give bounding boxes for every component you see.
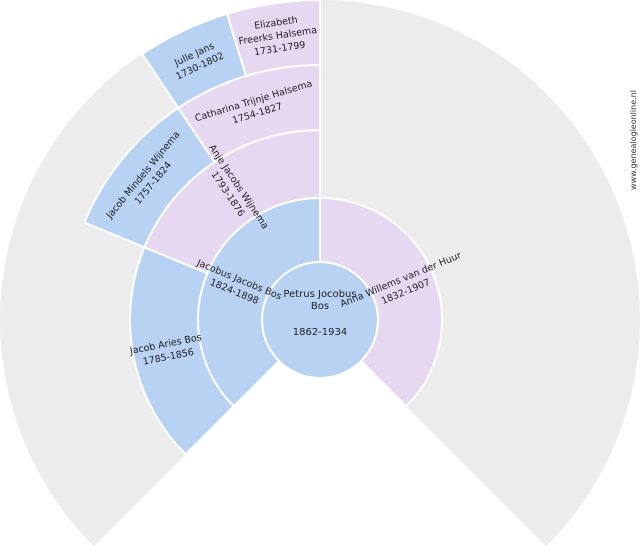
watermark-text: www.genealogieonline.nl — [629, 90, 638, 190]
label-line: Bos — [311, 301, 329, 312]
segment-mother[interactable] — [319, 196, 443, 408]
segment-fmmm[interactable] — [225, 0, 321, 78]
ancestor-segments — [83, 0, 443, 456]
label-line: 1862-1934 — [293, 327, 348, 338]
label-line: Petrus Jocobus — [283, 289, 356, 300]
